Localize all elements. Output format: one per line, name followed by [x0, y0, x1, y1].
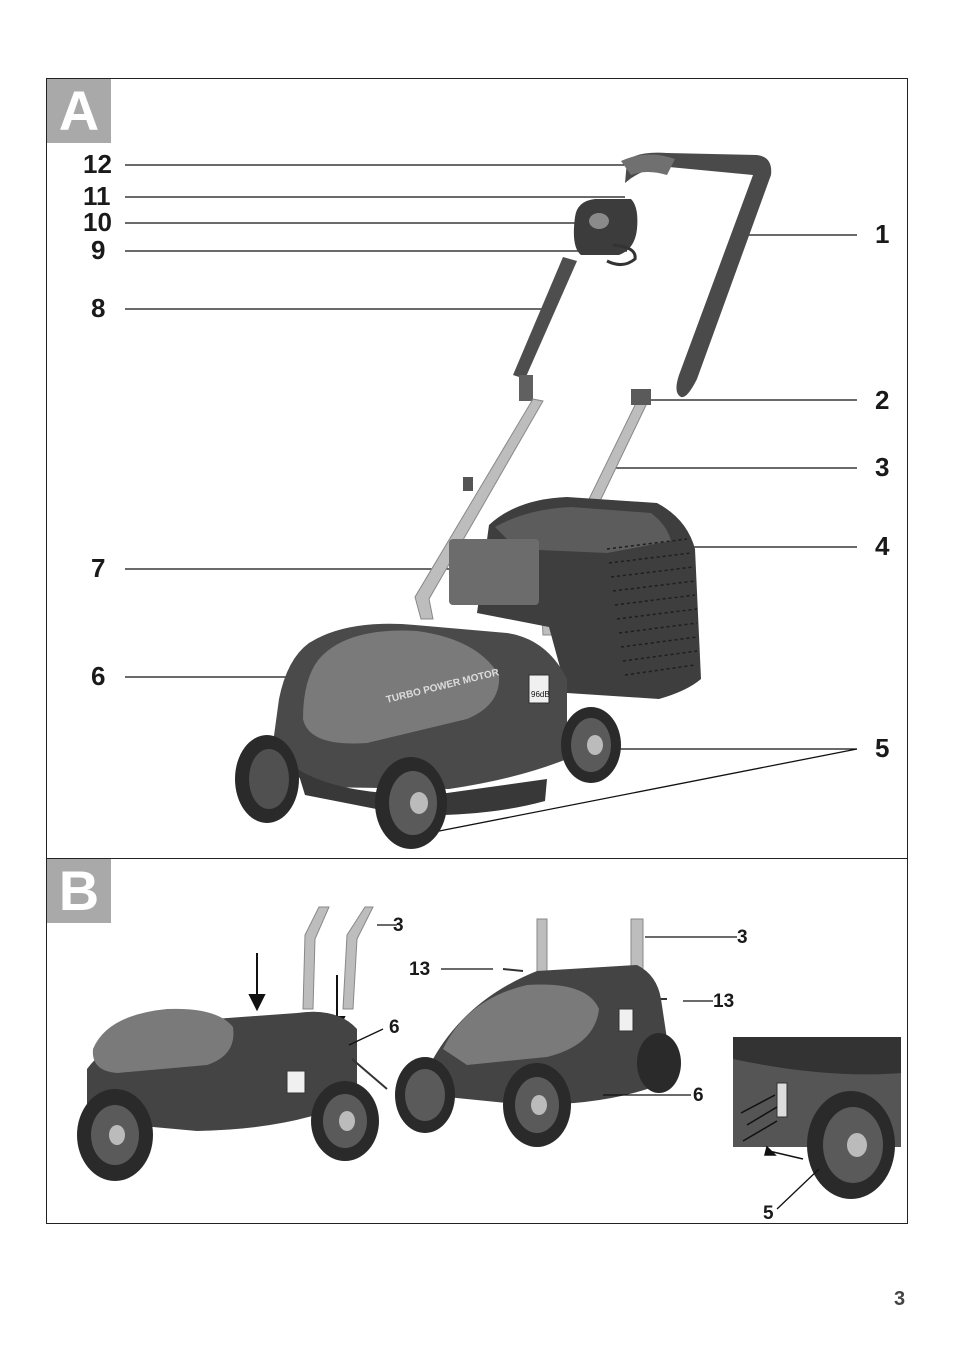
callout-b-mid-13-left: 13 — [409, 959, 431, 980]
callout-7: 7 — [91, 553, 106, 583]
noise-label: 96dB — [531, 690, 550, 699]
callout-6: 6 — [91, 661, 106, 691]
figure-b-label: B — [47, 859, 111, 923]
callout-11: 11 — [83, 181, 111, 211]
assembly-illustration — [77, 906, 901, 1210]
callout-8: 8 — [91, 293, 106, 323]
callout-1: 1 — [875, 219, 890, 249]
callout-b-mid-13-right: 13 — [713, 991, 735, 1012]
wheel-front-left — [375, 757, 447, 849]
callout-2: 2 — [875, 385, 890, 415]
callout-b-mid-3: 3 — [737, 927, 748, 948]
callout-4: 4 — [875, 531, 890, 561]
callout-5: 5 — [875, 733, 890, 763]
figure-a-label: A — [47, 79, 111, 143]
callout-b-mid-6: 6 — [693, 1085, 704, 1106]
callout-3: 3 — [875, 452, 890, 482]
callout-b-right-5: 5 — [763, 1203, 774, 1224]
callout-9: 9 — [91, 235, 106, 265]
wheel-rear-right — [561, 707, 621, 783]
callout-b-left-3: 3 — [393, 915, 404, 936]
lawnmower-illustration: TURBO POWER MOTOR 96dB — [125, 152, 858, 849]
figure-a-panel: A — [46, 78, 908, 859]
callout-12: 12 — [83, 149, 112, 179]
figure-b-panel: B — [46, 858, 908, 1224]
callout-b-left-6: 6 — [389, 1017, 400, 1038]
callout-10: 10 — [83, 207, 112, 237]
wheel-rear-left — [235, 735, 299, 823]
page-number: 3 — [894, 1288, 906, 1310]
